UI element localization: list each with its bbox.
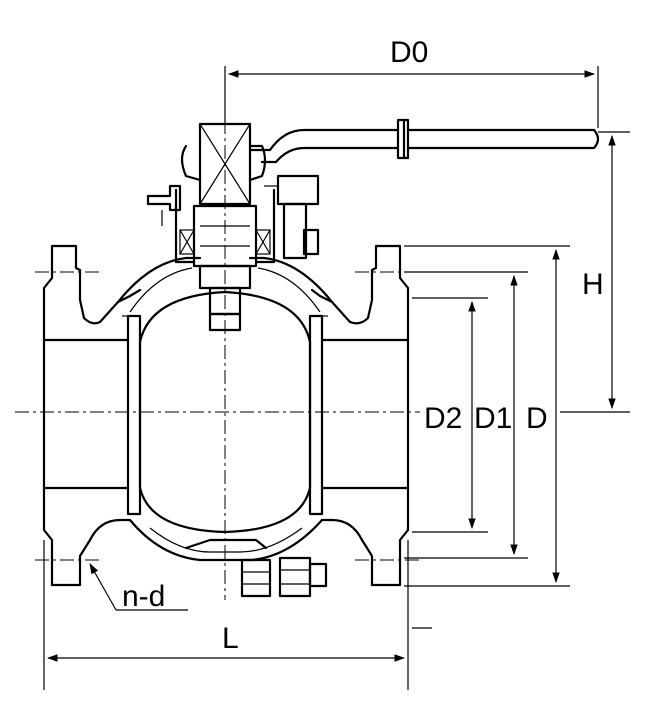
dimension-labels: D0 H D2 D1 D n-d L <box>122 36 604 655</box>
label-d: D <box>526 402 548 435</box>
label-d1: D1 <box>474 402 512 435</box>
nd-leader <box>89 563 117 611</box>
extension-lines <box>43 66 630 690</box>
label-nd: n-d <box>122 580 165 613</box>
label-d0: D0 <box>390 36 428 69</box>
dimension-lines <box>46 70 616 662</box>
valve-body <box>42 244 410 598</box>
stem-assembly <box>146 122 320 332</box>
center-lines <box>15 70 420 600</box>
label-h: H <box>582 268 604 301</box>
label-l: L <box>222 622 239 655</box>
handle-lever <box>248 118 600 164</box>
label-d2: D2 <box>424 402 462 435</box>
